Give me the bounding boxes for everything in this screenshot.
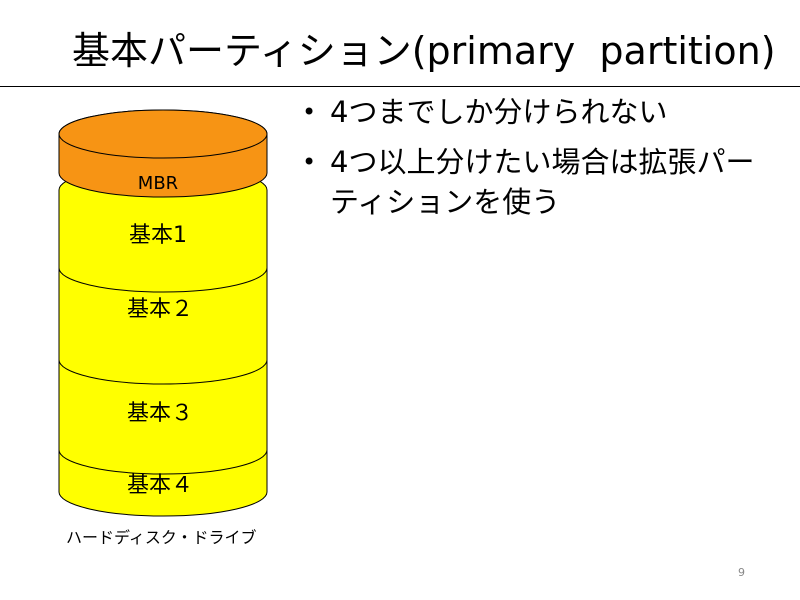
bullet-dot-icon: •: [302, 98, 317, 126]
partition-2-label: 基本２: [127, 297, 193, 322]
disk-top-ellipse: [58, 109, 268, 159]
page-number: 9: [738, 566, 745, 579]
slide-title: 基本パーティション(primary partition): [72, 29, 776, 73]
bullet-item: • 4つ以上分けたい場合は拡張パーティションを使う: [300, 142, 780, 222]
mbr-label: MBR: [138, 173, 178, 194]
title-divider: [0, 86, 800, 87]
bullet-item: • 4つまでしか分けられない: [300, 92, 780, 132]
partition-3-label: 基本３: [127, 401, 193, 426]
bullet-dot-icon: •: [302, 148, 317, 176]
bullet-text: 4つまでしか分けられない: [330, 95, 668, 129]
bullet-text: 4つ以上分けたい場合は拡張パーティションを使う: [330, 145, 755, 219]
partition-1-label: 基本1: [129, 223, 187, 248]
disk-caption: ハードディスク・ドライブ: [66, 528, 257, 547]
bullet-list: • 4つまでしか分けられない • 4つ以上分けたい場合は拡張パーティションを使う: [300, 92, 780, 232]
partition-4-label: 基本４: [127, 473, 193, 498]
